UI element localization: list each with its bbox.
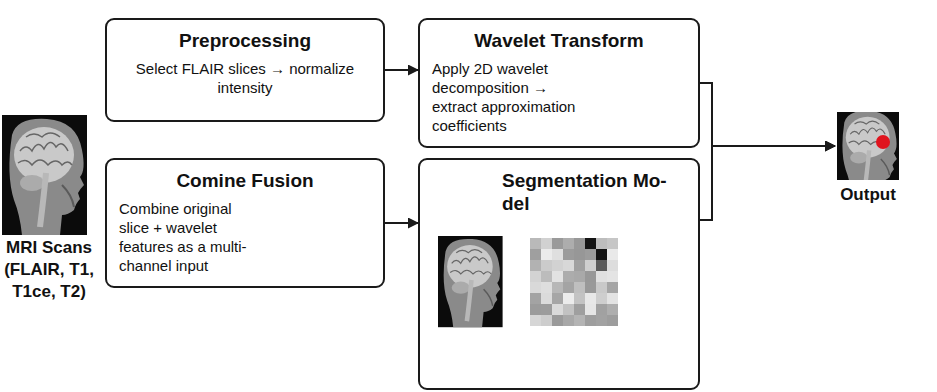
grid-cell [585,315,596,326]
grid-cell [563,304,574,315]
image-label: Output [835,184,901,206]
grid-cell [607,260,618,271]
grid-cell [607,249,618,260]
grid-cell [574,271,585,282]
grid-cell [585,249,596,260]
grid-cell [585,238,596,249]
grid-cell [541,260,552,271]
box-body: Combine original slice + wavelet feature… [119,199,264,276]
grid-cell [574,304,585,315]
grid-cell [585,304,596,315]
grid-cell [563,271,574,282]
grid-cell [607,304,618,315]
flow-arrow [385,222,418,224]
grid-cell [574,238,585,249]
grid-cell [530,282,541,293]
box-heading: Wavelet Transform [432,30,686,53]
grid-cell [596,260,607,271]
grid-cell [585,271,596,282]
process-box: PreprocessingSelect FLAIR slices → norma… [105,18,385,122]
grid-cell [596,315,607,326]
grid-cell [552,282,563,293]
grid-cell [563,238,574,249]
mri-image [2,115,87,235]
grid-cell [541,282,552,293]
grid-cell [552,304,563,315]
grid-cell [530,293,541,304]
grid-cell [530,260,541,271]
grid-cell [541,249,552,260]
flow-arrow [385,69,418,71]
grid-cell [563,249,574,260]
grid-cell [541,271,552,282]
input-image-node: MRI Scans (FLAIR, T1, T1ce, T2) [0,113,98,303]
grid-cell [541,293,552,304]
grid-cell [585,282,596,293]
model-box: Segmentation Mo- del [418,158,700,390]
grid-cell [607,293,618,304]
grid-cell [574,315,585,326]
grid-cell [530,238,541,249]
grid-cell [552,238,563,249]
output-node: Output [835,112,901,206]
image-label: MRI Scans (FLAIR, T1, T1ce, T2) [0,237,98,303]
grid-cell [552,249,563,260]
box-heading: Comine Fusion [119,170,371,193]
output-image [837,112,899,180]
grid-cell [574,249,585,260]
grid-cell [563,315,574,326]
grid-cell [552,260,563,271]
grid-cell [607,271,618,282]
box-heading: Preprocessing [119,30,371,53]
input-slice [438,236,503,327]
grid-cell [596,249,607,260]
grid-cell [607,238,618,249]
grid-cell [596,304,607,315]
grid-cell [574,260,585,271]
box-heading: Segmentation Mo- del [502,170,682,216]
grid-cell [596,271,607,282]
grid-cell [530,249,541,260]
grid-cell [552,293,563,304]
grid-cell [607,282,618,293]
grid-cell [530,315,541,326]
grid-cell [596,238,607,249]
grid-cell [552,315,563,326]
flow-arrow [700,83,835,146]
box-body: Select FLAIR slices → normalize intensit… [119,59,371,97]
box-body: Apply 2D wavelet decomposition → extract… [432,59,582,136]
process-box: Comine FusionCombine original slice + wa… [105,158,385,288]
flow-arrow [700,146,835,220]
grid-cell [574,282,585,293]
process-box: Wavelet TransformApply 2D wavelet decomp… [418,18,700,148]
grid-cell [574,293,585,304]
grid-cell [585,260,596,271]
grid-cell [541,304,552,315]
grid-cell [530,304,541,315]
grid-cell [530,271,541,282]
grid-cell [607,315,618,326]
grid-cell [552,271,563,282]
grid-cell [563,282,574,293]
grid-cell [541,238,552,249]
grid-cell [541,315,552,326]
grid-cell [563,293,574,304]
wavelet-grid [530,238,618,326]
grid-cell [596,293,607,304]
grid-cell [563,260,574,271]
grid-cell [596,282,607,293]
grid-cell [585,293,596,304]
